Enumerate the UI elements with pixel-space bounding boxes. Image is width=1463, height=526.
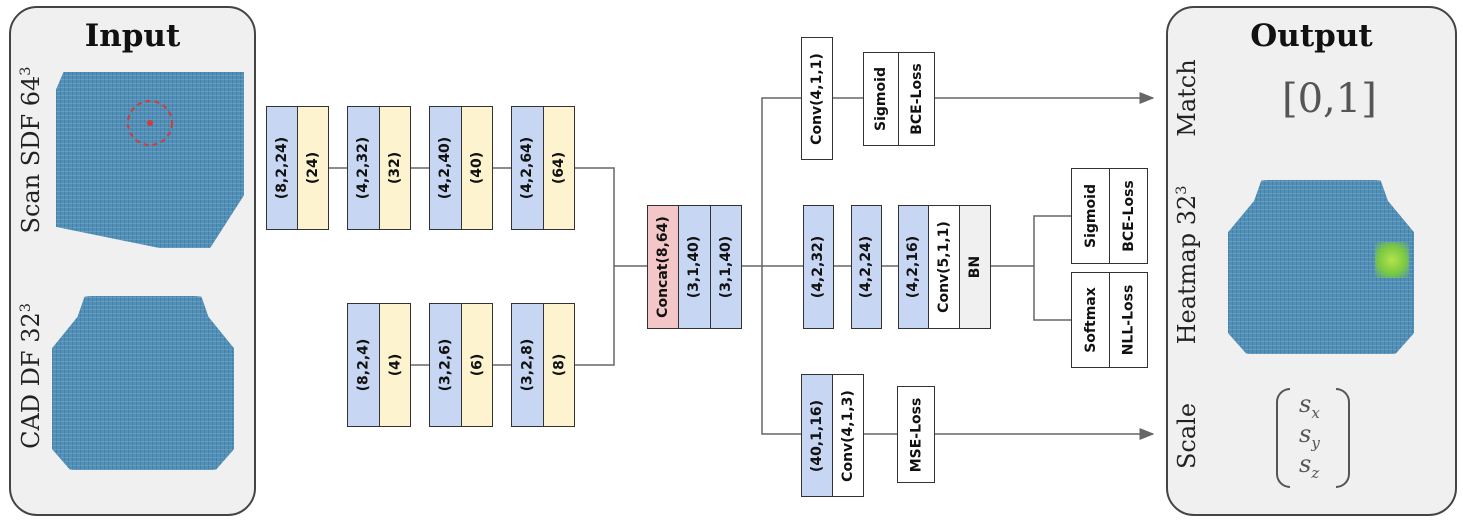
scale-mse-loss: MSE-Loss <box>897 386 935 483</box>
cad-conv-3: (3,2,8) <box>511 303 544 427</box>
heatmap-conv-2: (4,2,24) <box>851 205 882 329</box>
cad-feat-3: (8) <box>543 303 575 427</box>
scan-feat-1: (24) <box>297 106 329 230</box>
concat-conv-1: (3,1,40) <box>678 205 711 329</box>
match-label: Match <box>1173 59 1201 137</box>
match-sigmoid: Sigmoid <box>863 52 899 146</box>
scale-label: Scale <box>1173 402 1201 470</box>
concat-block: Concat(8,64) <box>647 205 679 329</box>
scan-highlight-circle <box>127 100 173 146</box>
scale-y: sy <box>1299 420 1320 452</box>
cad-feat-1: (4) <box>379 303 411 427</box>
cad-df-image <box>52 296 234 470</box>
heatmap-conv-final: Conv(5,1,1) <box>928 205 960 329</box>
scale-conv-final: Conv(4,1,3) <box>832 374 864 497</box>
heatmap-bn: BN <box>959 205 991 329</box>
scale-x: sx <box>1299 390 1320 422</box>
cad-conv-2: (3,2,6) <box>429 303 462 427</box>
heatmap-conv-3: (4,2,16) <box>898 205 929 329</box>
scale-vector: sx sy sz <box>1276 388 1350 488</box>
cad-df-label: CAD DF 323 <box>17 303 45 449</box>
output-title: Output <box>1250 18 1373 54</box>
match-conv: Conv(4,1,1) <box>801 37 833 160</box>
cad-feat-2: (6) <box>461 303 493 427</box>
heatmap-softmax: Softmax <box>1071 272 1110 368</box>
scan-conv-2: (4,2,32) <box>347 106 380 230</box>
heatmap-sigmoid: Sigmoid <box>1071 168 1110 264</box>
scan-conv-4: (4,2,64) <box>511 106 544 230</box>
heatmap-bce-loss: BCE-Loss <box>1109 168 1148 264</box>
scan-conv-3: (4,2,40) <box>429 106 462 230</box>
scale-conv-1: (40,1,16) <box>801 374 833 497</box>
match-bce-loss: BCE-Loss <box>898 52 935 146</box>
heatmap-conv-1: (4,2,32) <box>803 205 834 329</box>
scale-z: sz <box>1299 450 1320 482</box>
scale-right-paren <box>1336 388 1350 488</box>
scan-feat-4: (64) <box>543 106 575 230</box>
heatmap-nll-loss: NLL-Loss <box>1109 272 1148 368</box>
scan-feat-3: (40) <box>461 106 493 230</box>
input-title: Input <box>84 18 181 54</box>
scale-left-paren <box>1276 388 1290 488</box>
scan-sdf-label: Scan SDF 643 <box>17 66 45 234</box>
heatmap-hotspot <box>1375 242 1409 278</box>
scan-feat-2: (32) <box>379 106 411 230</box>
scan-conv-1: (8,2,24) <box>266 106 298 230</box>
match-value: [0,1] <box>1282 76 1377 122</box>
heatmap-label: Heatmap 323 <box>1173 185 1201 345</box>
concat-conv-2: (3,1,40) <box>710 205 742 329</box>
cad-conv-1: (8,2,4) <box>347 303 380 427</box>
